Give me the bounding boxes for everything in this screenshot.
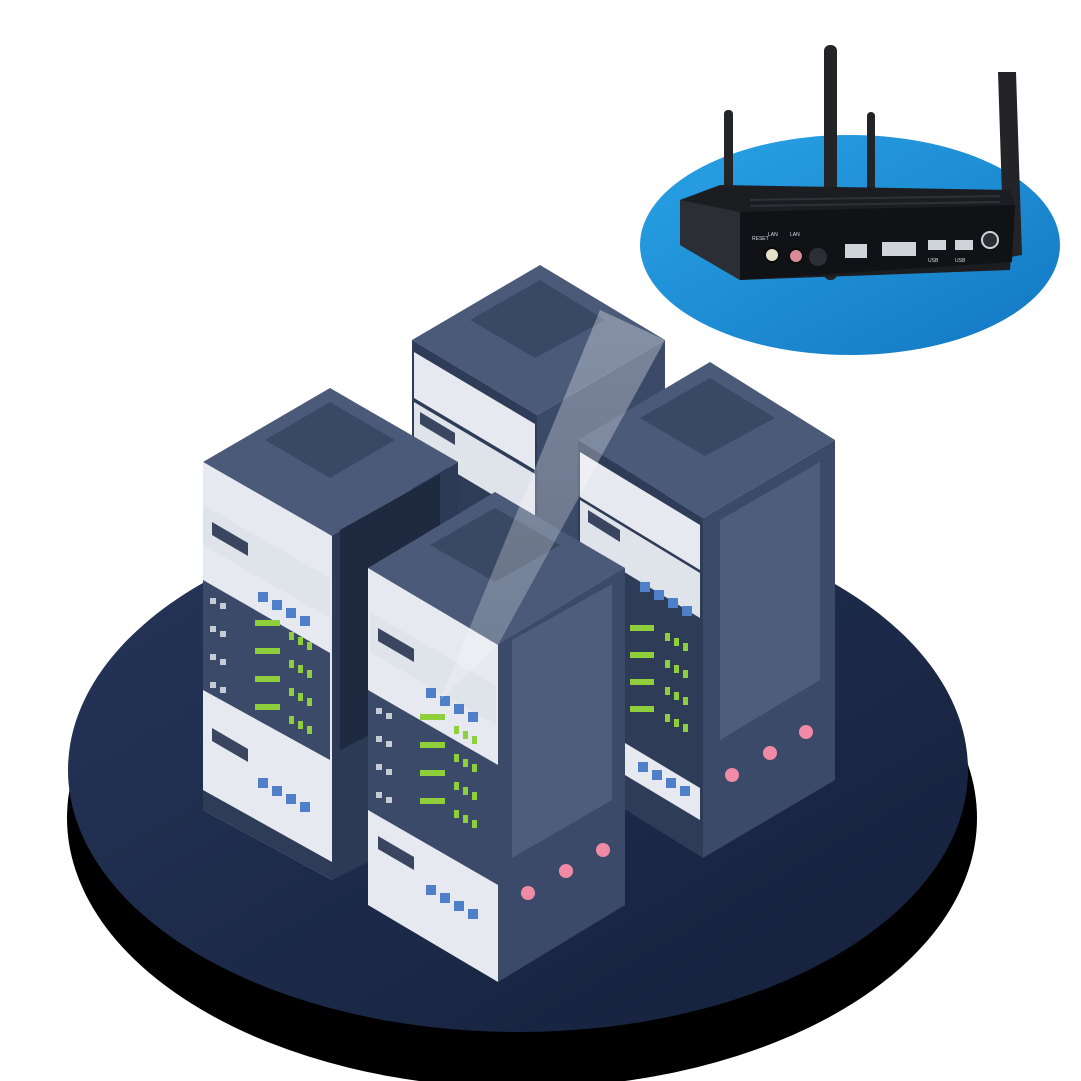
port-label-usb-1: USB xyxy=(928,258,939,264)
rack-right-pink-lights xyxy=(725,725,813,782)
rack-front-blue-leds xyxy=(426,688,478,722)
light-beam xyxy=(440,310,665,700)
port-label-reset: RESET xyxy=(752,236,769,242)
antenna-icons xyxy=(724,45,1022,280)
rack-front-pink-lights xyxy=(521,843,610,900)
port-label-lan-2: LAN xyxy=(790,232,800,238)
gateway-inset: RESET LAN LAN USB USB xyxy=(640,45,1060,355)
rack-left-green-leds xyxy=(255,620,312,734)
rack-front-green-leds xyxy=(420,714,477,828)
rack-right-green-leds xyxy=(630,625,688,732)
port-label-lan-1: LAN xyxy=(768,232,778,238)
rack-left-blue-leds xyxy=(258,592,310,626)
rack-right-leds xyxy=(640,582,692,616)
port-label-usb-2: USB xyxy=(955,258,966,264)
gateway-device-icon: RESET LAN LAN USB USB xyxy=(680,185,1015,280)
